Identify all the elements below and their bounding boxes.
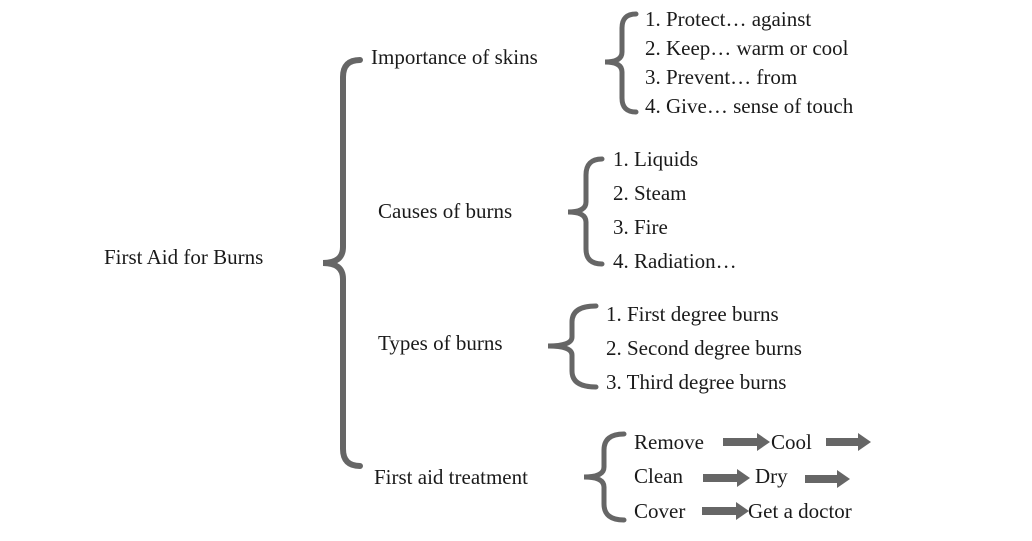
list-item: 4. Give… sense of touch	[645, 94, 854, 118]
list-item: 3. Prevent… from	[645, 65, 798, 89]
brace-importance	[604, 11, 639, 115]
branch-label-importance: Importance of skins	[371, 45, 538, 69]
brace-types	[547, 303, 599, 390]
list-item: 3. Fire	[613, 215, 668, 239]
list-item: 4. Radiation…	[613, 249, 737, 273]
right-arrow-icon	[703, 469, 750, 487]
list-item: 2. Steam	[613, 181, 687, 205]
branch-label-types: Types of burns	[378, 331, 503, 355]
treatment-step: Clean	[634, 464, 683, 488]
right-arrow-icon	[723, 433, 770, 451]
list-item: 2. Second degree burns	[606, 336, 802, 360]
treatment-step: Get a doctor	[748, 499, 852, 523]
list-item: 3. Third degree burns	[606, 370, 787, 394]
right-arrow-icon	[805, 470, 850, 488]
root-brace	[322, 57, 363, 469]
branch-label-causes: Causes of burns	[378, 199, 513, 223]
root-label: First Aid for Burns	[104, 245, 264, 269]
treatment-step: Remove	[634, 430, 704, 454]
treatment-step: Dry	[755, 464, 788, 488]
list-item: 1. First degree burns	[606, 302, 779, 326]
right-arrow-icon	[826, 433, 871, 451]
treatment-step: Cool	[771, 430, 812, 454]
branch-label-treatment: First aid treatment	[374, 465, 528, 489]
treatment-step: Cover	[634, 499, 686, 523]
list-item: 1. Liquids	[613, 147, 699, 171]
right-arrow-icon	[702, 502, 749, 520]
list-item: 2. Keep… warm or cool	[645, 36, 849, 60]
brace-treatment	[583, 431, 627, 523]
list-item: 1. Protect… against	[645, 7, 812, 31]
brace-causes	[567, 156, 605, 267]
